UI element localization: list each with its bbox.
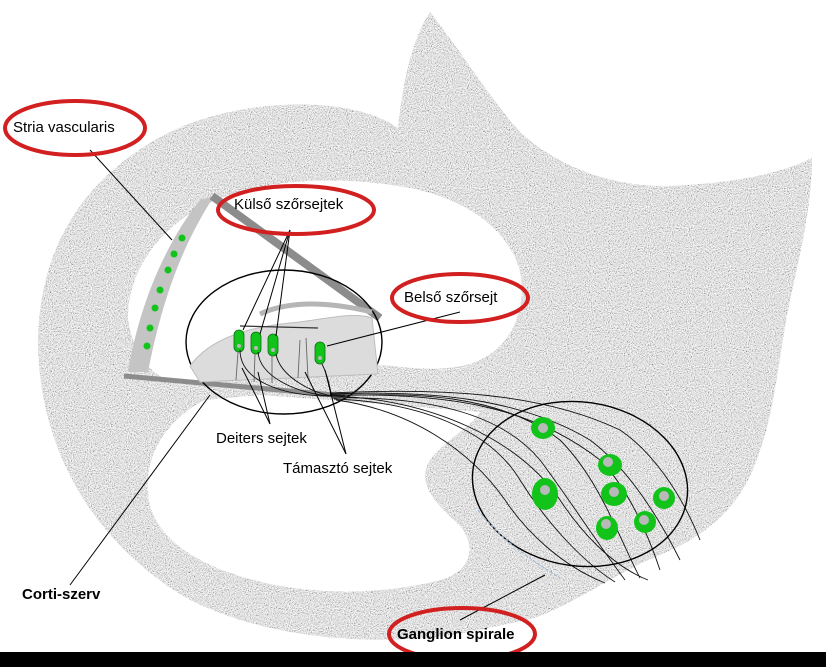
label-belso-szorsejt: Belső szőrsejt [404,289,497,307]
label-tamaszto-sejtek: Támasztó sejtek [283,460,392,478]
label-ganglion-spirale: Ganglion spirale [397,626,515,644]
outer-hair-cells [234,330,278,356]
label-deiters-sejtek: Deiters sejtek [216,430,307,448]
label-corti-szerv: Corti-szerv [22,586,100,604]
label-kulso-szorsejtek: Külső szőrsejtek [234,196,343,214]
inner-hair-cell [315,342,325,364]
reissner-membrane [212,196,380,318]
label-stria-vascularis: Stria vascularis [13,119,115,137]
cochlea-diagram: Stria vascularis Külső szőrsejtek Belső … [0,0,826,652]
bottom-border [0,652,826,667]
cochlea-illustration [0,0,826,652]
